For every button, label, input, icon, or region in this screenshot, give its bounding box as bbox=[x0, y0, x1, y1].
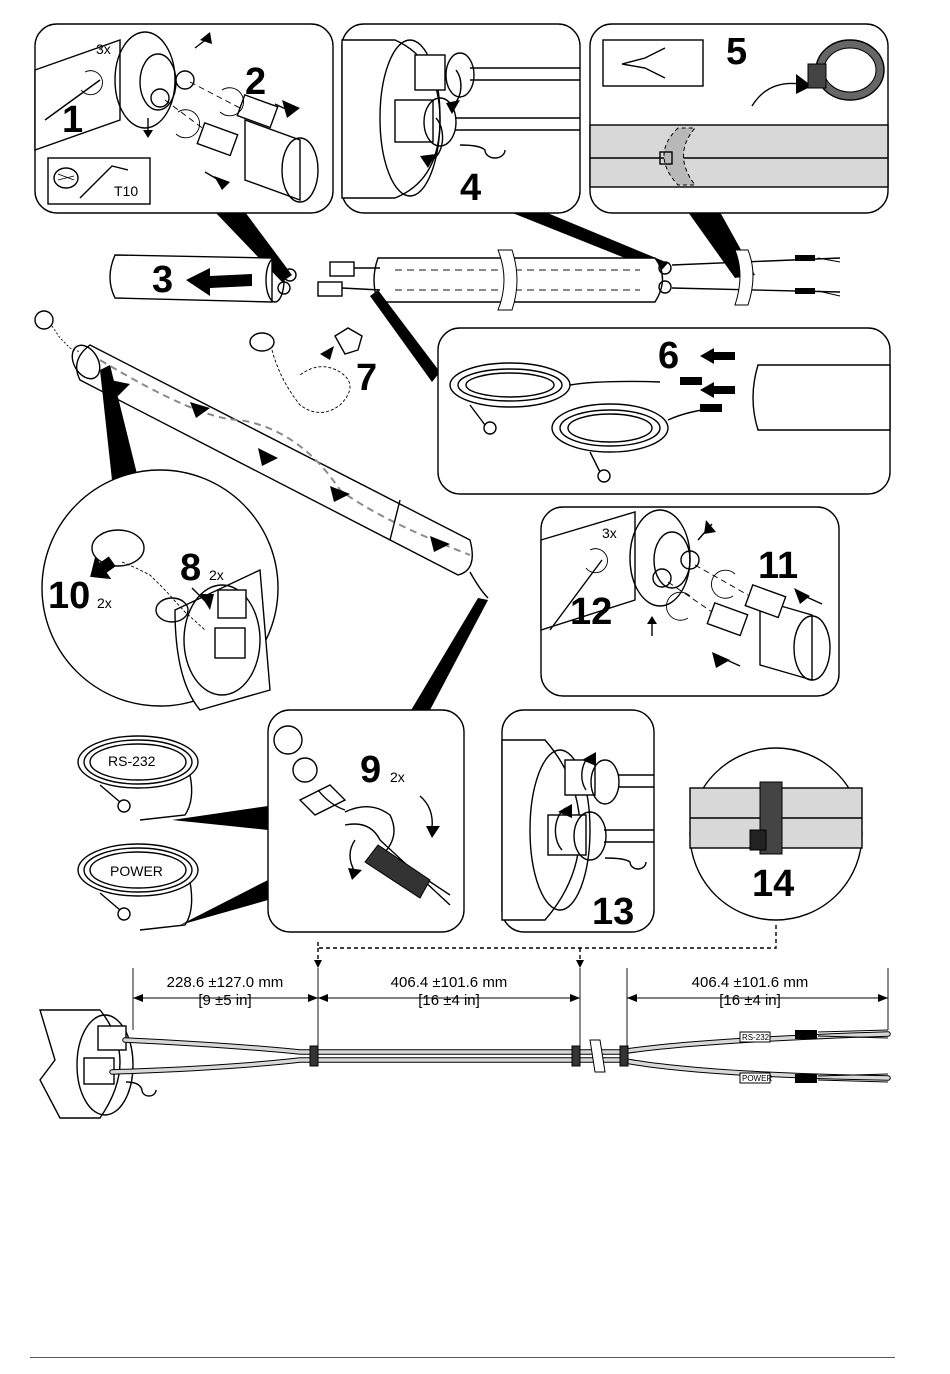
panel-step-6: 6 bbox=[438, 328, 890, 494]
step-12-label: 12 bbox=[570, 591, 612, 633]
callout-rs232 bbox=[172, 806, 268, 830]
step-7-chain: 7 bbox=[250, 328, 377, 413]
dim-3-in: [16 ±4 in] bbox=[719, 992, 781, 1009]
step-3-label: 3 bbox=[152, 259, 173, 301]
step-5-label: 5 bbox=[726, 31, 747, 73]
power-coil-label: POWER bbox=[110, 863, 163, 879]
step-8-multiplier: 2x bbox=[209, 567, 224, 583]
dimension-drawing: 228.6 ±127.0 mm [9 ±5 in] 406.4 ±101.6 m… bbox=[40, 922, 888, 1118]
step-8-label: 8 bbox=[180, 547, 201, 589]
step-13-label: 13 bbox=[592, 891, 634, 933]
callout-power bbox=[180, 880, 268, 925]
step-14-label: 14 bbox=[752, 863, 794, 905]
panel-steps-11-12: 12 11 3x bbox=[541, 507, 839, 696]
panel-step-5: 5 bbox=[590, 24, 888, 213]
tool-label: T10 bbox=[114, 183, 138, 199]
dim-3-mm: 406.4 ±101.6 mm bbox=[692, 974, 809, 991]
callout-6 bbox=[370, 290, 440, 382]
panel-step-9: 9 2x bbox=[268, 710, 464, 932]
step-9-label: 9 bbox=[360, 749, 381, 791]
step-7-label: 7 bbox=[356, 357, 377, 399]
dim-1-in: [9 ±5 in] bbox=[198, 992, 251, 1009]
dim-2-in: [16 ±4 in] bbox=[418, 992, 480, 1009]
panel-steps-1-2: 1 2 3x T10 bbox=[35, 24, 333, 213]
step-1-multiplier: 3x bbox=[96, 41, 111, 57]
panel-step-4: 4 bbox=[342, 24, 580, 213]
callout-9 bbox=[410, 598, 488, 712]
dim-2-mm: 406.4 ±101.6 mm bbox=[391, 974, 508, 991]
panel-steps-8-10: 10 2x 8 2x bbox=[42, 470, 278, 710]
step-4-label: 4 bbox=[460, 167, 481, 209]
step-10-label: 10 bbox=[48, 575, 90, 617]
step-6-label: 6 bbox=[658, 335, 679, 377]
step-2-label: 2 bbox=[245, 61, 266, 103]
cable-coil-power: POWER bbox=[78, 844, 198, 930]
step-10-multiplier: 2x bbox=[97, 595, 112, 611]
panel-step-13: 13 bbox=[502, 710, 654, 933]
rs232-coil-label: RS-232 bbox=[108, 753, 156, 769]
cable-tag-power: POWER bbox=[742, 1074, 772, 1083]
dim-1-mm: 228.6 ±127.0 mm bbox=[167, 974, 284, 991]
step-12-multiplier: 3x bbox=[602, 525, 617, 541]
step-1-label: 1 bbox=[62, 99, 83, 141]
cable-tag-rs232: RS-232 bbox=[742, 1033, 770, 1042]
footer-rule bbox=[30, 1357, 895, 1358]
panel-step-14: 14 bbox=[690, 748, 862, 920]
step-11-label: 11 bbox=[758, 545, 798, 587]
step-9-multiplier: 2x bbox=[390, 769, 405, 785]
cable-coil-rs232: RS-232 bbox=[78, 736, 198, 820]
